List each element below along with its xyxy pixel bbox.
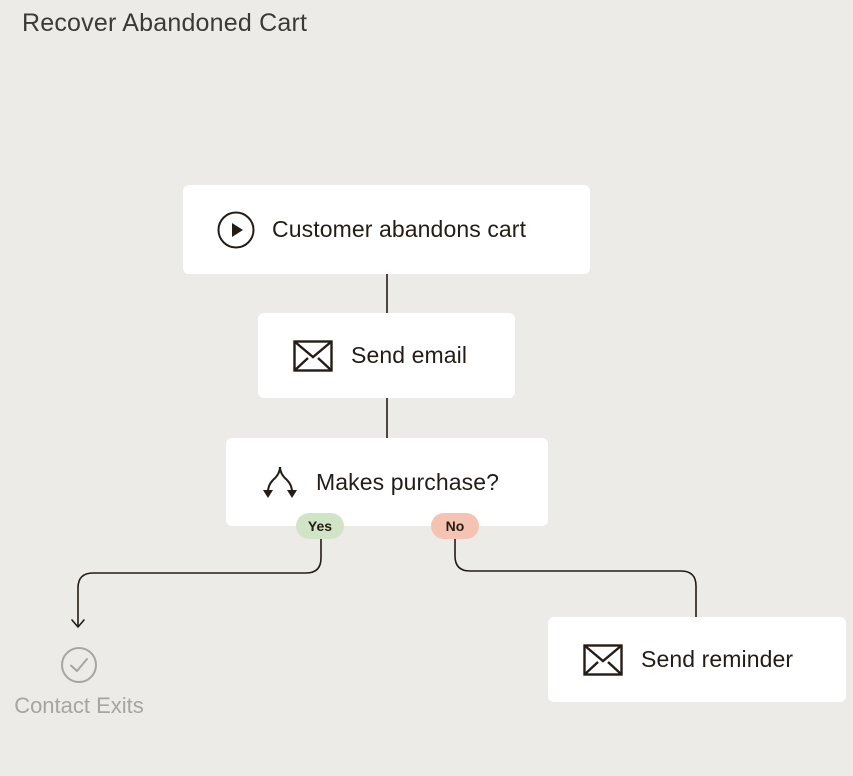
no-branch-badge: No (431, 513, 479, 539)
arrowhead-yes-branch (71, 619, 85, 628)
yes-branch-badge: Yes (296, 513, 344, 539)
send-reminder-node[interactable]: Send reminder (548, 617, 846, 702)
check-circle-icon (60, 646, 98, 689)
page-title: Recover Abandoned Cart (22, 9, 308, 37)
send-reminder-node-label: Send reminder (641, 646, 794, 672)
trigger-node-label: Customer abandons cart (272, 216, 527, 242)
contact-exit: Contact Exits (0, 646, 158, 719)
play-circle-icon (217, 211, 255, 249)
connector-no-branch (454, 539, 697, 617)
envelope-icon (293, 339, 333, 372)
condition-node-label: Makes purchase? (316, 468, 500, 495)
trigger-node[interactable]: Customer abandons cart (183, 185, 590, 274)
connector-yes-branch (77, 539, 322, 626)
send-email-node[interactable]: Send email (258, 313, 515, 398)
contact-exit-label: Contact Exits (14, 693, 144, 718)
condition-node[interactable]: Makes purchase? (226, 438, 548, 526)
envelope-icon (583, 643, 623, 676)
split-branch-icon (261, 464, 299, 500)
send-email-node-label: Send email (351, 342, 468, 368)
